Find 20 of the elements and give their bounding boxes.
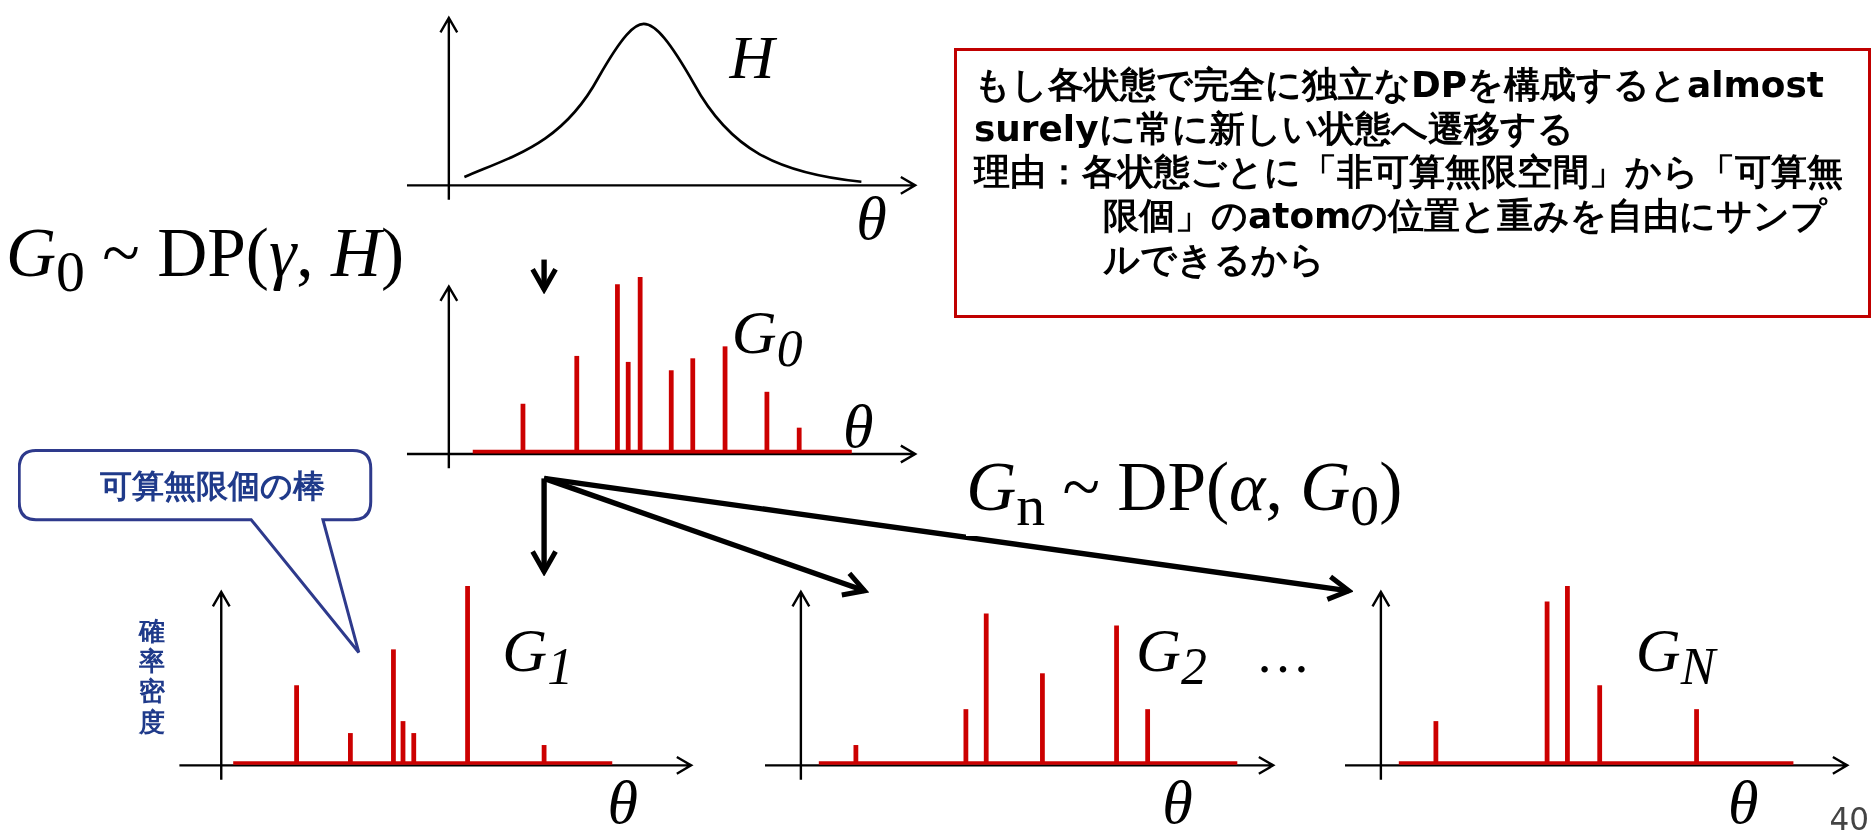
axis-label: θ [607,771,638,834]
plot-label: G$_{2}$ [1136,619,1207,694]
axis-label: θ [843,394,874,457]
arrow [543,475,1352,602]
axis-title: 確率密度 [138,615,166,737]
page-number: 40 [1829,801,1870,836]
axis-label: θ [1162,771,1193,834]
plot-label: H [729,26,775,89]
note-text: 理由：各状態ごとに「非可算無限空間」から「可算無限個」のatomの位置と重みを自由にサンプルできるから [973,150,1844,282]
note-text: もし各状態で完全に独立なDPを構成するとalmost surelyに常に新しい状態へ遷移する [973,62,1825,151]
plot-label: G$_{N}$ [1635,619,1716,694]
axis-label: θ [856,186,887,249]
note-box [954,47,1872,319]
callout-text: 可算無限個の棒 [99,466,327,508]
ellipsis-label: … [1255,621,1311,685]
plot-label: G$_{0}$ [731,301,803,376]
axis-label: θ [1727,771,1759,834]
arrow [530,478,559,575]
plot-label: G$_{1}$ [502,619,574,694]
arrow [530,259,559,292]
